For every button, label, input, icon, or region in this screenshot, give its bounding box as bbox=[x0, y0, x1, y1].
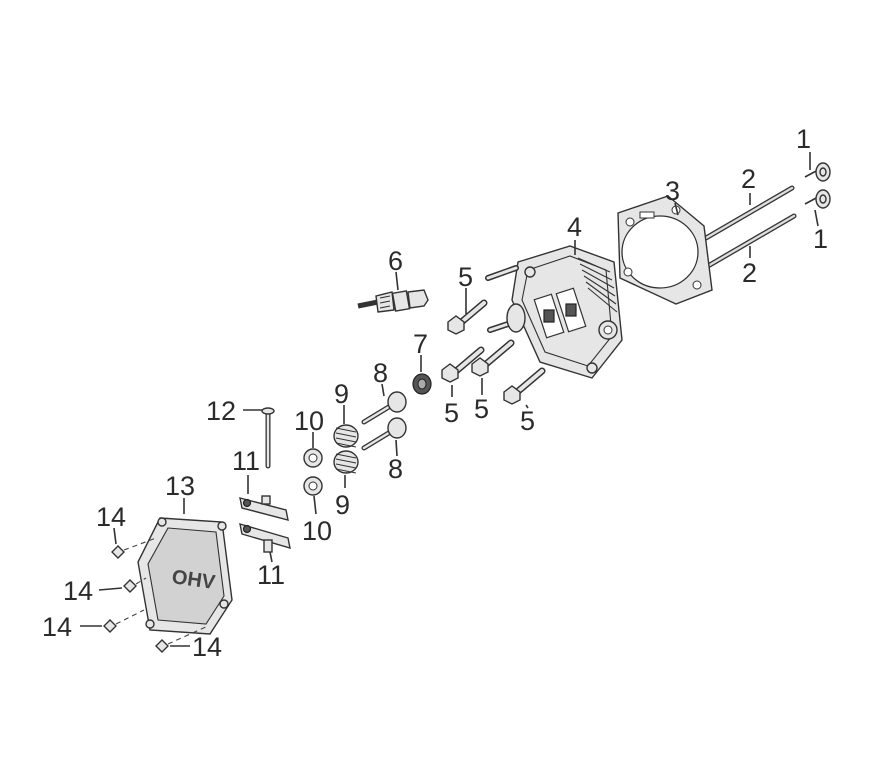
head-bolt-c bbox=[471, 339, 515, 377]
callout-2-lower: 2 bbox=[742, 258, 757, 288]
callout-5-left: 5 bbox=[444, 398, 459, 428]
callout-10-upper: 10 bbox=[294, 406, 324, 436]
bolt-1-lower bbox=[804, 189, 831, 209]
cylinder-head bbox=[485, 245, 623, 379]
callout-9-lower: 9 bbox=[335, 490, 350, 520]
callout-10-lower: 10 bbox=[302, 516, 332, 546]
valve-cover: OHV bbox=[137, 517, 233, 635]
callout-1-upper: 1 bbox=[796, 124, 811, 154]
rocker-arm-lower bbox=[239, 523, 291, 553]
valve-lower bbox=[361, 417, 407, 451]
bolt-1-upper bbox=[804, 162, 831, 182]
callout-5-middle: 5 bbox=[474, 394, 489, 424]
valve-spring-upper bbox=[333, 424, 359, 448]
spring-retainer-upper bbox=[303, 448, 323, 468]
push-rod-upper bbox=[703, 185, 795, 241]
callout-11-upper: 11 bbox=[232, 446, 260, 476]
callout-8-upper: 8 bbox=[373, 358, 388, 388]
head-bolt-a bbox=[447, 299, 488, 335]
cover-screw-3 bbox=[103, 609, 145, 633]
callout-2-upper: 2 bbox=[741, 164, 756, 194]
callout-8-lower: 8 bbox=[388, 454, 403, 484]
callout-7: 7 bbox=[413, 329, 428, 359]
callout-11-lower: 11 bbox=[257, 560, 285, 590]
cover-screw-2 bbox=[123, 577, 147, 593]
callout-14-bottom-right: 14 bbox=[192, 632, 222, 662]
head-bolt-b bbox=[441, 346, 485, 383]
callout-12: 12 bbox=[206, 396, 236, 426]
callout-5-top: 5 bbox=[458, 262, 473, 292]
callout-14-bottom-left: 14 bbox=[42, 612, 72, 642]
callout-9-upper: 9 bbox=[334, 379, 349, 409]
callout-14-top: 14 bbox=[96, 502, 126, 532]
callout-13: 13 bbox=[165, 471, 195, 501]
rocker-arm-upper bbox=[239, 495, 289, 521]
callout-6: 6 bbox=[388, 246, 403, 276]
spark-plug bbox=[357, 289, 429, 313]
head-bolt-d bbox=[503, 367, 546, 405]
cover-screw-1 bbox=[111, 537, 157, 559]
callout-4: 4 bbox=[567, 212, 582, 242]
valve-upper bbox=[361, 391, 407, 425]
callout-14-middle: 14 bbox=[63, 576, 93, 606]
callout-3: 3 bbox=[665, 176, 680, 206]
valve-stem-seal bbox=[412, 373, 432, 395]
head-gasket bbox=[617, 195, 713, 305]
push-rod-lower bbox=[705, 213, 797, 269]
valve-spring-lower bbox=[333, 450, 359, 474]
cover-screw-4 bbox=[155, 625, 209, 653]
spring-retainer-lower bbox=[303, 476, 323, 496]
callout-5-right: 5 bbox=[520, 406, 535, 436]
guide-pin bbox=[261, 407, 275, 469]
callout-1-lower: 1 bbox=[813, 224, 828, 254]
